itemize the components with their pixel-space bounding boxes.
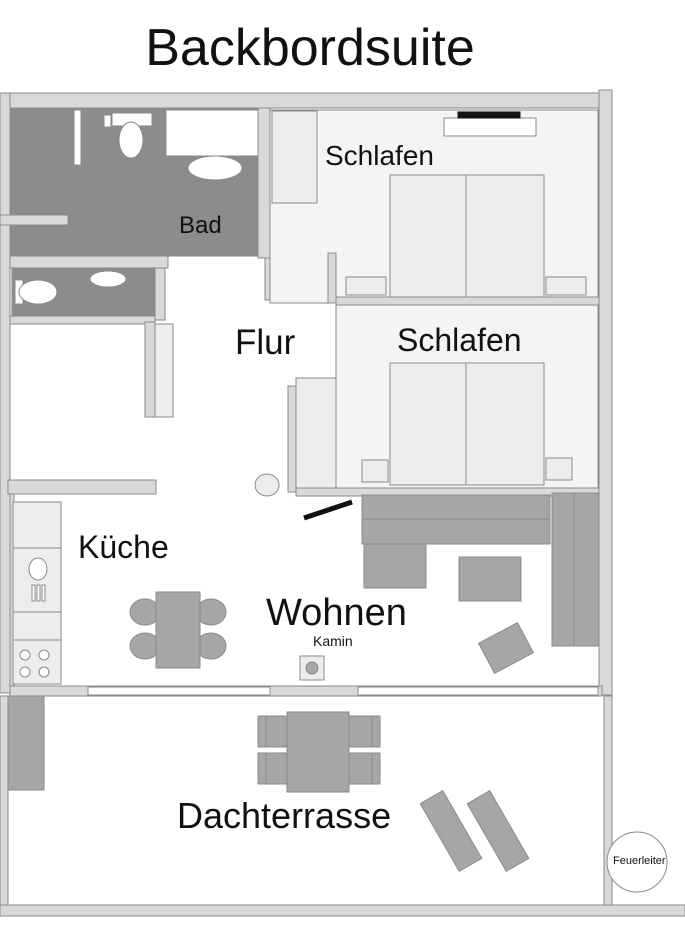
terrace-chair <box>257 715 288 748</box>
top-wall <box>0 92 613 109</box>
small-toilet <box>18 279 58 305</box>
double-bed <box>389 362 545 486</box>
right-wall <box>598 89 613 696</box>
fire-escape <box>606 831 668 893</box>
terrace-storage <box>7 695 45 791</box>
wall <box>7 479 157 495</box>
wardrobe <box>271 110 318 204</box>
shower-partition <box>103 114 112 128</box>
room-label-flur: Flur <box>235 323 296 362</box>
left-wall <box>0 92 11 694</box>
shower-partition <box>73 109 82 166</box>
nightstand <box>345 276 387 296</box>
sink-knob <box>31 584 36 602</box>
stove-burner <box>19 666 31 678</box>
terrace-chair <box>348 752 381 785</box>
fire-escape-label: Feuerleiter <box>613 855 666 867</box>
wall <box>264 257 271 301</box>
room-label-bad: Bad <box>179 212 222 239</box>
small-washbasin <box>89 270 127 288</box>
sink <box>28 557 48 581</box>
sink-knob <box>36 584 41 602</box>
wall <box>257 107 271 259</box>
wall <box>0 214 69 226</box>
sun-lounger <box>419 790 483 872</box>
toilet <box>118 121 144 159</box>
wall <box>9 255 169 269</box>
living-window-wall <box>9 685 603 697</box>
washbasin <box>187 155 243 181</box>
double-bed <box>389 174 545 298</box>
wall <box>154 267 166 321</box>
terrace-chair <box>257 752 288 785</box>
stove-burner <box>19 649 31 661</box>
room-label-kamin: Kamin <box>313 633 353 649</box>
room-label-kueche: Küche <box>78 529 169 565</box>
side-sofa <box>551 492 575 647</box>
nightstand <box>545 457 573 481</box>
terrace-railing-left <box>0 695 9 911</box>
side-sofa <box>573 492 600 647</box>
wall <box>144 321 156 418</box>
nightstand <box>361 459 389 483</box>
wall <box>335 296 600 306</box>
terrace-chair <box>348 715 381 748</box>
coffee-table <box>458 556 522 602</box>
room-label-schlafen-2: Schlafen <box>397 322 522 358</box>
terrace-railing-bottom <box>0 904 685 917</box>
room-label-wohnen: Wohnen <box>266 592 407 634</box>
tv <box>457 111 521 119</box>
entrance-door <box>303 499 353 521</box>
dining-table <box>155 591 201 669</box>
terrace-table <box>286 711 350 793</box>
window <box>87 686 271 696</box>
hall-plant <box>254 473 280 497</box>
sun-lounger <box>466 790 530 872</box>
stove-burner <box>38 666 50 678</box>
plan-title: Backbordsuite <box>145 19 475 77</box>
stove-burner <box>38 649 50 661</box>
sofa-chaise <box>363 543 427 589</box>
wall <box>287 385 297 493</box>
tv-stand <box>443 117 537 137</box>
room-label-dachterrasse: Dachterrasse <box>177 795 392 836</box>
nightstand <box>545 276 587 296</box>
hall-shelf <box>154 323 174 418</box>
bathtub <box>165 109 259 157</box>
sink-knob <box>41 584 46 602</box>
wall <box>9 315 156 325</box>
fireplace-fire <box>305 661 319 675</box>
terrace-railing-right <box>603 695 613 911</box>
window <box>357 686 599 696</box>
armchair <box>477 621 535 675</box>
wall <box>327 252 337 304</box>
wardrobe <box>295 377 337 489</box>
sofa-seat <box>361 518 551 545</box>
room-label-schlafen-1: Schlafen <box>325 140 434 171</box>
sofa-back <box>361 494 551 520</box>
